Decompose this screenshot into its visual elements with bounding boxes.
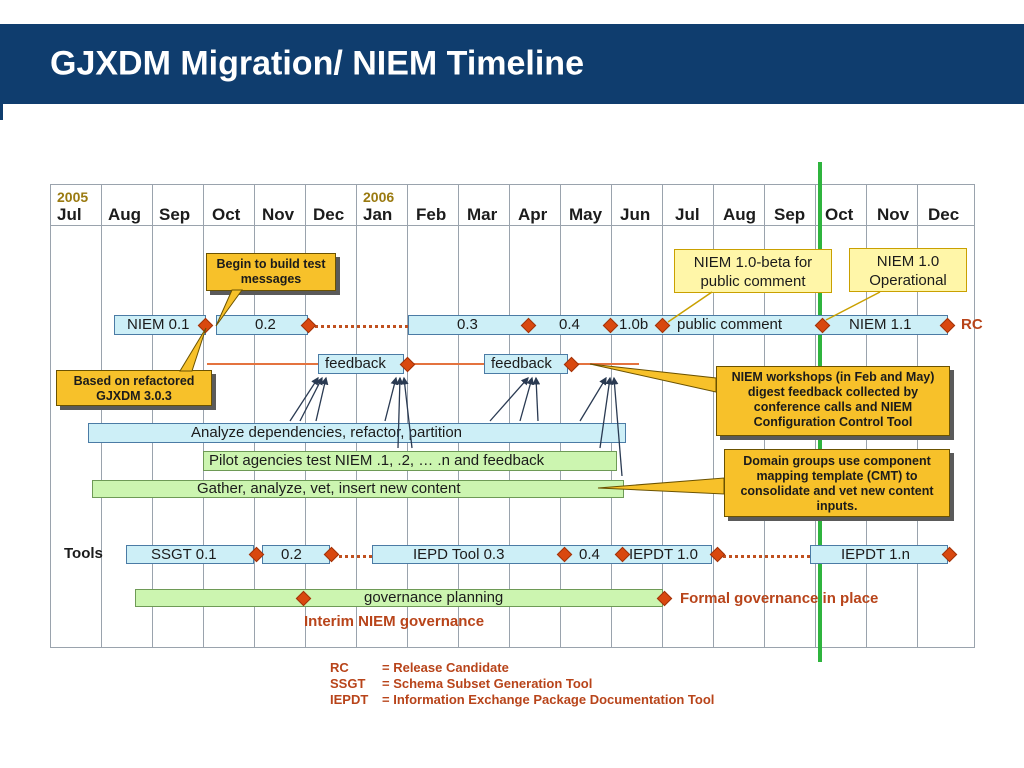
title-bar: GJXDM Migration/ NIEM Timeline <box>0 24 1024 104</box>
pilot-label: Pilot agencies test NIEM .1, .2, … .n an… <box>209 452 545 469</box>
analyze-bar: Analyze dependencies, refactor, partitio… <box>88 423 626 443</box>
niem-02-bar: 0.2 <box>216 315 308 335</box>
month-label: Aug <box>723 205 757 224</box>
niem-gap-dotted <box>310 325 408 328</box>
niem-01-bar: NIEM 0.1 <box>114 315 206 335</box>
callout-begin-build: Begin to build test messages <box>206 253 336 291</box>
ssgt-02-label: 0.2 <box>281 546 302 563</box>
page-title: GJXDM Migration/ NIEM Timeline <box>50 44 584 83</box>
tools-gap-dotted <box>718 555 810 558</box>
niem-10b-label: 1.0b <box>619 316 649 333</box>
tools-gap-dotted <box>332 555 372 558</box>
month-label: Jun <box>620 205 651 224</box>
legend-def: = Release Candidate <box>382 660 509 675</box>
month-label: Sep <box>159 205 191 224</box>
rc-label: RC <box>961 316 983 333</box>
legend-abbr: RC <box>330 660 349 675</box>
callout-beta: NIEM 1.0-beta for public comment <box>674 249 832 293</box>
month-gridline <box>509 185 510 647</box>
month-gridline <box>203 185 204 647</box>
month-label: Jan <box>363 205 393 224</box>
callout-domain-groups: Domain groups use component mapping temp… <box>724 449 950 517</box>
month-label: Jul <box>57 205 82 224</box>
public-comment-label: public comment <box>677 316 783 333</box>
month-gridline <box>458 185 459 647</box>
month-gridline <box>611 185 612 647</box>
title-accent <box>0 104 3 120</box>
month-label: May <box>569 205 603 224</box>
header-separator <box>51 225 974 226</box>
month-label: Dec <box>313 205 345 224</box>
month-label: Nov <box>877 205 910 224</box>
month-label: Jul <box>675 205 700 224</box>
gather-label: Gather, analyze, vet, insert new content <box>197 480 461 497</box>
ssgt-02-bar: 0.2 <box>262 545 330 564</box>
feedback-box-1: feedback <box>318 354 404 374</box>
iepdt-1n-bar: IEPDT 1.n <box>810 545 948 564</box>
ssgt-01-label: SSGT 0.1 <box>151 546 217 563</box>
month-label: Apr <box>518 205 548 224</box>
gather-bar: Gather, analyze, vet, insert new content <box>92 480 624 498</box>
month-label: Dec <box>928 205 960 224</box>
month-label: Aug <box>108 205 142 224</box>
legend: RC = Release Candidate SSGT = Schema Subse… <box>330 660 714 708</box>
month-label: Oct <box>212 205 241 224</box>
analyze-label: Analyze dependencies, refactor, partitio… <box>191 424 463 441</box>
month-gridline <box>356 185 357 647</box>
legend-abbr: IEPDT <box>330 692 369 707</box>
ssgt-01-bar: SSGT 0.1 <box>126 545 254 564</box>
month-gridline <box>662 185 663 647</box>
pilot-bar: Pilot agencies test NIEM .1, .2, … .n an… <box>203 451 617 471</box>
iepd-04-label: 0.4 <box>579 546 600 563</box>
callout-operational: NIEM 1.0 Operational <box>849 248 967 292</box>
niem-02-label: 0.2 <box>255 316 276 333</box>
month-gridline <box>152 185 153 647</box>
month-gridline <box>560 185 561 647</box>
niem-03-11-bar: 0.3 0.4 1.0b public comment NIEM 1.1 <box>408 315 948 335</box>
legend-def: = Schema Subset Generation Tool <box>382 676 593 691</box>
interim-governance-label: Interim NIEM governance <box>304 613 485 630</box>
month-label: Feb <box>416 205 447 224</box>
year-label: 2005 <box>57 189 89 205</box>
iepdt-10-label: IEPDT 1.0 <box>629 546 698 563</box>
feedback-label: feedback <box>491 355 552 372</box>
legend-row: RC = Release Candidate <box>330 660 714 676</box>
month-gridline <box>713 185 714 647</box>
feedback-box-2: feedback <box>484 354 568 374</box>
month-label: Oct <box>825 205 854 224</box>
feedback-label: feedback <box>325 355 386 372</box>
niem-03-label: 0.3 <box>457 316 478 333</box>
month-label: Mar <box>467 205 498 224</box>
month-label: Nov <box>262 205 295 224</box>
callout-refactored: Based on refactored GJXDM 3.0.3 <box>56 370 212 406</box>
legend-row: SSGT = Schema Subset Generation Tool <box>330 676 714 692</box>
callout-workshops: NIEM workshops (in Feb and May) digest f… <box>716 366 950 436</box>
iepd-03-label: IEPD Tool 0.3 <box>413 546 505 563</box>
month-gridline <box>254 185 255 647</box>
legend-abbr: SSGT <box>330 676 366 691</box>
governance-planning-label: governance planning <box>364 589 504 606</box>
year-label: 2006 <box>363 189 395 205</box>
niem-01-label: NIEM 0.1 <box>127 316 190 333</box>
iepd-tool-bar: IEPD Tool 0.3 0.4 IEPDT 1.0 <box>372 545 712 564</box>
feedback-line <box>207 363 639 365</box>
legend-row: IEPDT = Information Exchange Package Docu… <box>330 692 714 708</box>
month-gridline <box>407 185 408 647</box>
niem-11-label: NIEM 1.1 <box>849 316 912 333</box>
month-label: Sep <box>774 205 806 224</box>
month-gridline <box>101 185 102 647</box>
iepdt-1n-label: IEPDT 1.n <box>841 546 910 563</box>
niem-04-label: 0.4 <box>559 316 580 333</box>
formal-governance-label: Formal governance in place <box>680 590 879 607</box>
tools-label: Tools <box>64 545 103 562</box>
legend-def: = Information Exchange Package Documenta… <box>382 692 715 707</box>
governance-planning-bar: governance planning <box>135 589 663 607</box>
